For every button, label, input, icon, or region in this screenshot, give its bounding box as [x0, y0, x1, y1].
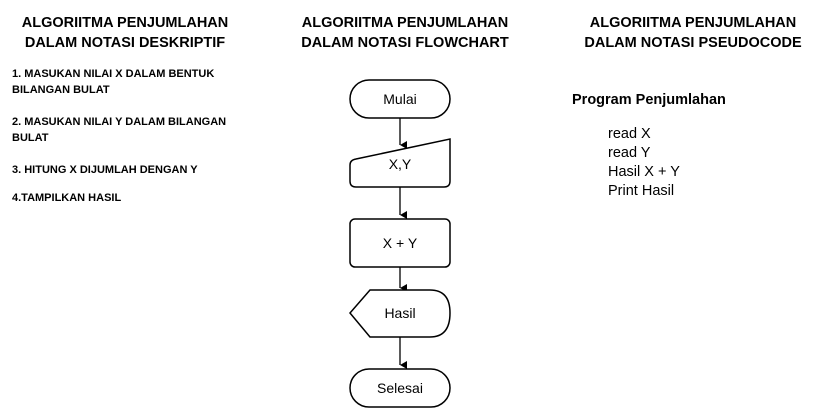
descriptive-step-4: 4.TAMPILKAN HASIL — [12, 192, 122, 204]
descriptive-step-1: 1. MASUKAN NILAI X DALAM BENTUK BILANGAN… — [12, 68, 215, 96]
output-display-shape — [349, 289, 451, 338]
end-terminator — [349, 368, 451, 408]
descriptive-step-3: 3. HITUNG X DIJUMLAH DENGAN Y — [12, 164, 198, 176]
pseudocode-heading: Program Penjumlahan — [572, 92, 726, 108]
process-label: X + Y — [383, 235, 418, 251]
pseudocode-line-4: Print Hasil — [608, 183, 675, 199]
pseudocode-title: ALGORIITMA PENJUMLAHAN DALAM NOTASI PSEU… — [565, 13, 821, 53]
flowchart-title-line1: ALGORIITMA PENJUMLAHAN — [301, 15, 509, 31]
process-box — [349, 218, 451, 268]
descriptive-step-2: 2. MASUKAN NILAI Y DALAM BILANGAN BULAT — [12, 116, 227, 144]
flowchart-title-line2: DALAM NOTASI FLOWCHART — [301, 35, 509, 51]
pseudocode-title-line1: ALGORIITMA PENJUMLAHAN — [589, 15, 797, 31]
pseudocode-title-line2: DALAM NOTASI PSEUDOCODE — [584, 35, 802, 51]
input-label: X,Y — [389, 156, 412, 172]
flowchart-title: ALGORIITMA PENJUMLAHAN DALAM NOTASI FLOW… — [275, 13, 535, 53]
pseudocode-line-2: read Y — [608, 145, 651, 161]
pseudocode-line-1: read X — [608, 126, 651, 142]
start-terminator — [349, 79, 451, 119]
pseudocode-line-3: Hasil X + Y — [608, 164, 680, 180]
start-label: Mulai — [383, 91, 416, 107]
pseudocode-body: read X read Y Hasil X + Y Print Hasil — [608, 125, 680, 201]
end-label: Selesai — [377, 380, 423, 396]
descriptive-title-line2: DALAM NOTASI DESKRIPTIF — [24, 35, 226, 51]
input-manual-shape — [349, 138, 451, 188]
descriptive-title: ALGORIITMA PENJUMLAHAN DALAM NOTASI DESK… — [0, 13, 250, 53]
output-label: Hasil — [384, 305, 415, 321]
descriptive-title-line1: ALGORIITMA PENJUMLAHAN — [21, 15, 229, 31]
